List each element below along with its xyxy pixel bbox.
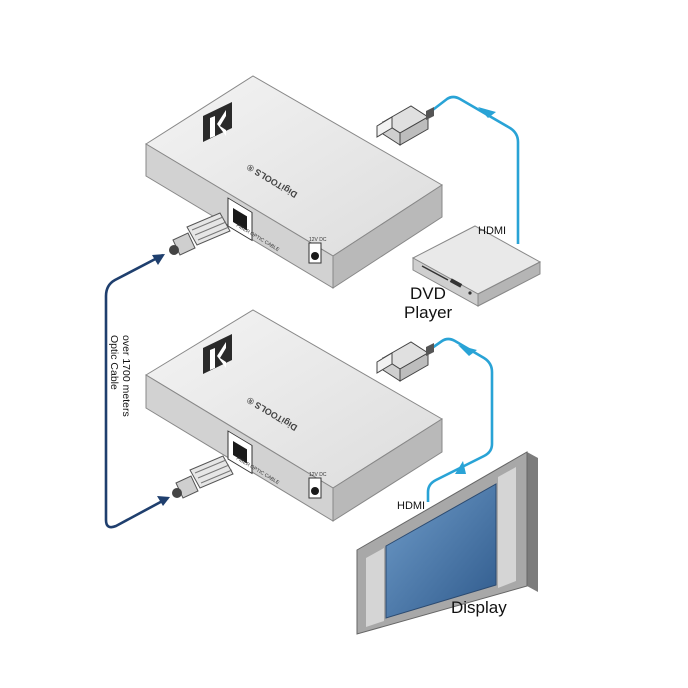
kramer-logo-icon	[203, 102, 232, 142]
display-bezel-right	[498, 467, 516, 588]
transmitter-power-port: 12V DC	[308, 237, 327, 264]
receiver-power-label: 12V DC	[309, 472, 327, 478]
receiver-fiber-connector	[172, 455, 234, 499]
hdmi-cable-bottom	[426, 337, 494, 502]
optic-cable-label-line1: Optic Cable	[108, 335, 120, 390]
optic-arrow-up	[152, 254, 165, 265]
optic-cable	[104, 253, 170, 529]
hdmi-top-label: HDMI	[478, 225, 506, 237]
dvd-button-icon	[468, 291, 472, 295]
receiver-device: DigiTOOLS ® FIBER OPTIC CABLE 12V DC	[145, 309, 443, 522]
hdmi-cable-top	[429, 95, 520, 244]
display-monitor	[356, 451, 538, 635]
dvd-player-label-line2: Player	[404, 303, 453, 322]
display-side-edge	[527, 452, 538, 592]
display-bezel-left	[366, 548, 384, 627]
dvd-display-panel	[449, 278, 463, 288]
display-label: Display	[451, 598, 507, 617]
kramer-logo-icon	[203, 334, 232, 374]
transmitter-device: DigiTOOLS ® FIBER OPTIC CABLE 12V DC	[145, 75, 443, 289]
dvd-side-face	[477, 261, 541, 307]
dvd-player-label-line1: DVD	[410, 284, 446, 303]
dvd-disc-tray	[421, 265, 449, 281]
hdmi-plug-bottom	[376, 341, 434, 382]
display-screen	[385, 483, 497, 619]
hdmi-top-arrow	[478, 107, 496, 118]
optic-cable-label-line2: over 1700 meters	[120, 335, 132, 417]
hdmi-bottom-label: HDMI	[397, 500, 425, 512]
hdmi-plug-top	[376, 105, 434, 146]
transmitter-fiber-connector	[169, 212, 231, 256]
optic-arrow-down	[157, 496, 170, 506]
dvd-player	[411, 225, 542, 307]
receiver-side-face	[332, 418, 443, 522]
transmitter-side-face	[332, 184, 443, 289]
transmitter-power-label: 12V DC	[309, 237, 327, 243]
receiver-power-port: 12V DC	[308, 472, 327, 499]
hdmi-bottom-arrow-2	[455, 461, 466, 474]
hdmi-bottom-arrow-1	[458, 345, 477, 356]
